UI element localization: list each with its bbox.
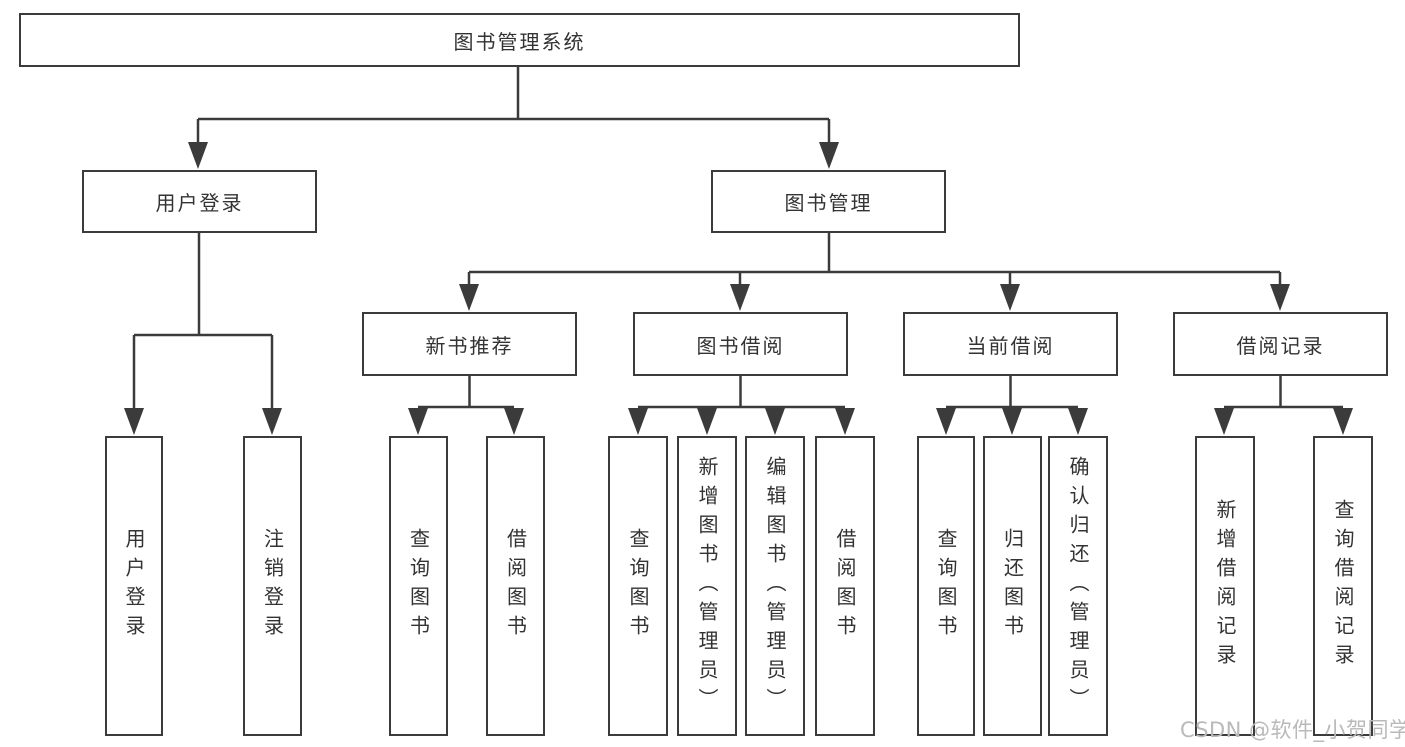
arrowheads bbox=[124, 142, 1353, 435]
leaf-borrow-books-recommend: 借阅图书 bbox=[486, 436, 545, 736]
node-borrowing-records: 借阅记录 bbox=[1173, 312, 1388, 376]
leaf-edit-book-admin: 编辑图书（管理员） bbox=[745, 436, 805, 736]
node-library-management-system: 图书管理系统 bbox=[19, 13, 1020, 67]
leaf-return-books: 归还图书 bbox=[983, 436, 1042, 736]
leaf-query-borrow-record: 查询借阅记录 bbox=[1313, 436, 1373, 736]
node-current-borrowing: 当前借阅 bbox=[903, 312, 1118, 376]
leaf-logout: 注销登录 bbox=[243, 436, 302, 736]
node-new-book-recommendation: 新书推荐 bbox=[362, 312, 577, 376]
leaf-add-borrow-record: 新增借阅记录 bbox=[1195, 436, 1255, 736]
csdn-watermark: CSDN @软件_小贺同学 bbox=[1180, 718, 1405, 742]
leaf-query-books-current: 查询图书 bbox=[917, 436, 975, 736]
node-book-borrowing: 图书借阅 bbox=[633, 312, 848, 376]
leaf-user-login: 用户登录 bbox=[105, 436, 163, 736]
leaf-borrow-books-borrowing: 借阅图书 bbox=[815, 436, 875, 736]
leaf-query-books-recommend: 查询图书 bbox=[389, 436, 448, 736]
leaf-query-books-borrowing: 查询图书 bbox=[608, 436, 668, 736]
leaf-add-book-admin: 新增图书（管理员） bbox=[677, 436, 737, 736]
node-book-management: 图书管理 bbox=[711, 170, 946, 233]
node-user-login: 用户登录 bbox=[82, 170, 317, 233]
leaf-confirm-return-admin: 确认归还（管理员） bbox=[1048, 436, 1108, 736]
